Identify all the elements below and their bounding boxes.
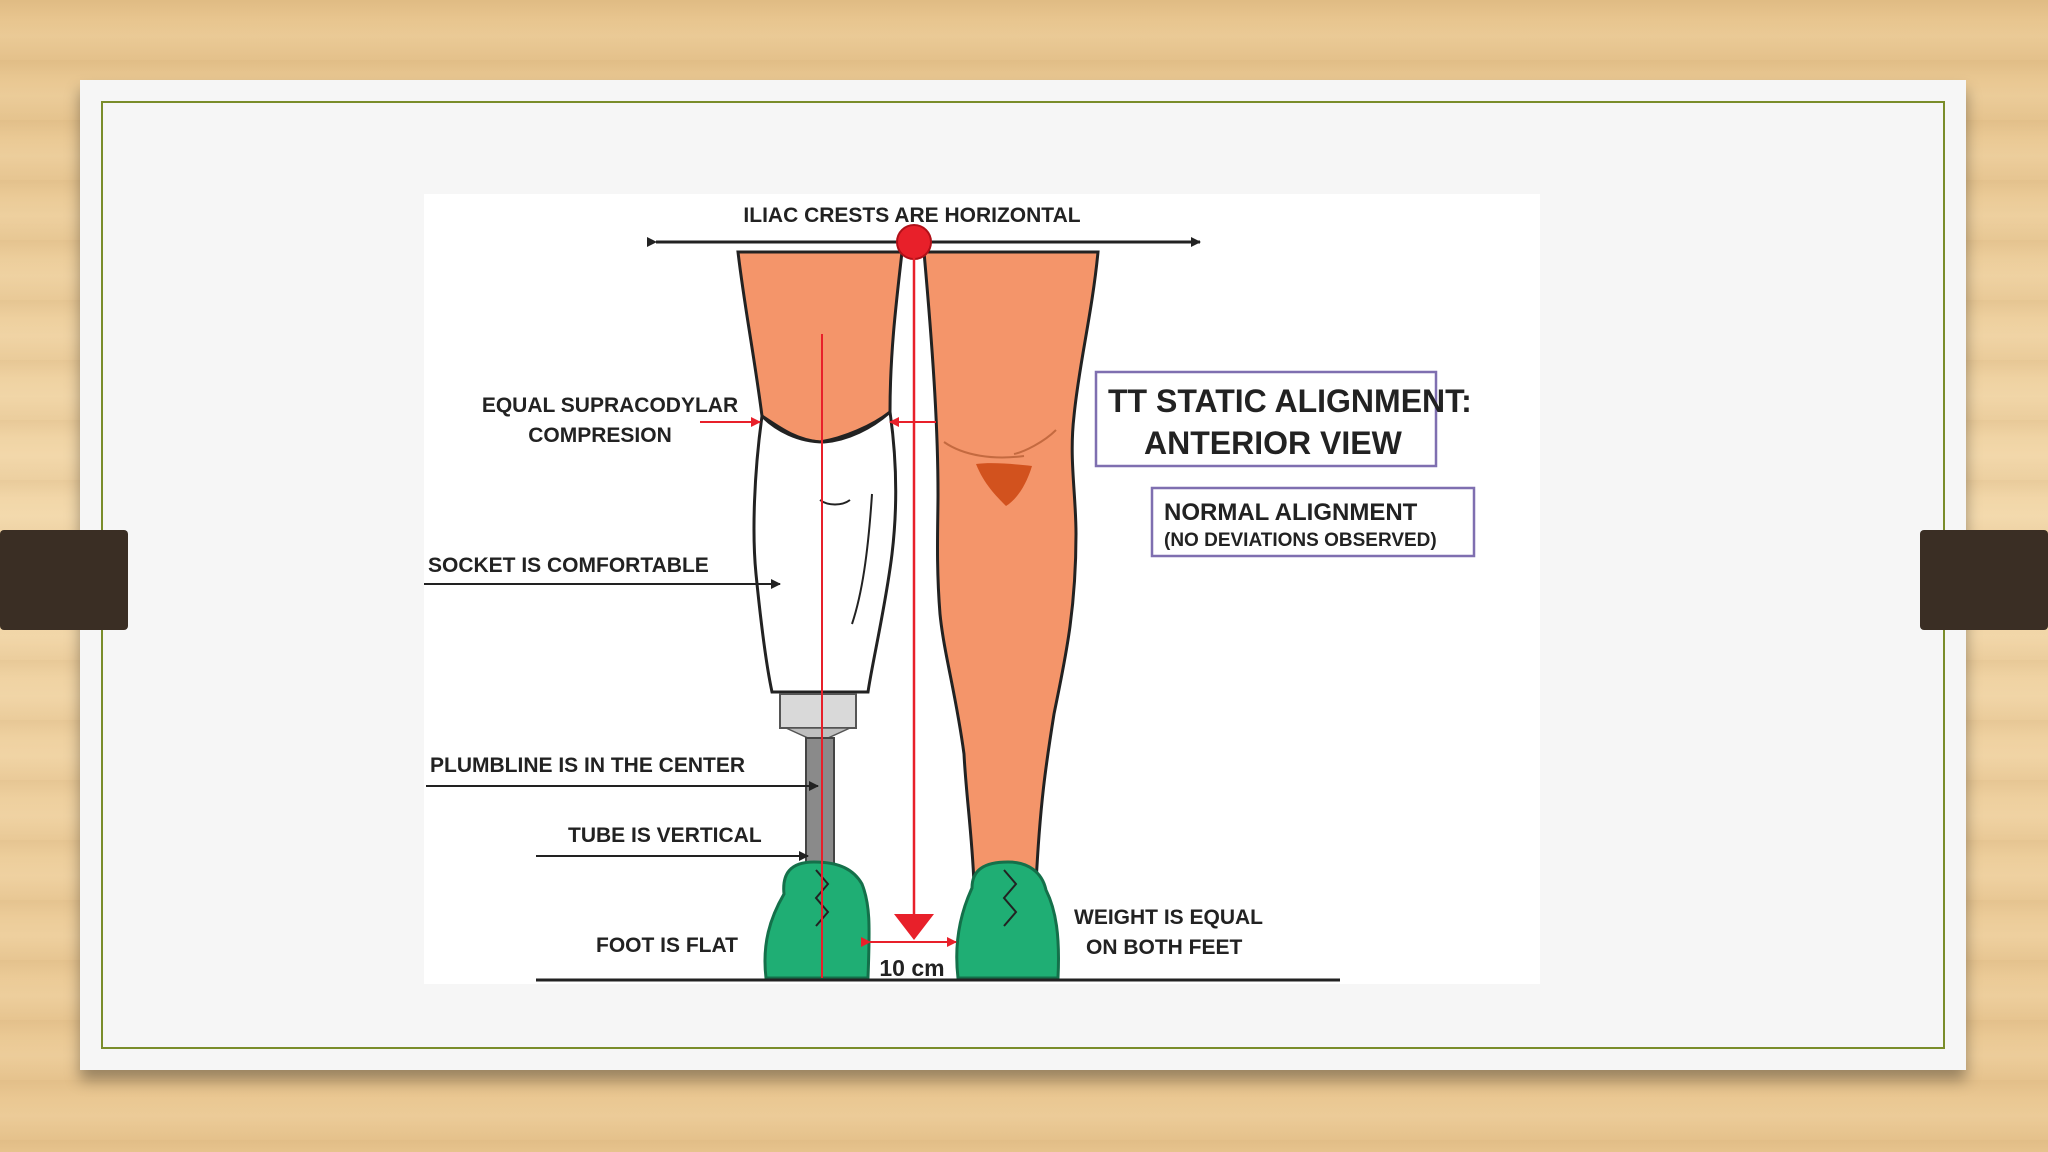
knee-contour xyxy=(943,441,1025,459)
socket-contour-2 xyxy=(851,493,873,625)
kneecap xyxy=(976,463,1032,506)
distance-label: 10 cm xyxy=(879,955,944,981)
foot-label: FOOT IS FLAT xyxy=(596,934,738,957)
tube-label: TUBE IS VERTICAL xyxy=(568,824,762,847)
weight-label-line2: ON BOTH FEET xyxy=(1086,936,1243,959)
weight-label-line1: WEIGHT IS EQUAL xyxy=(1074,906,1263,929)
plumbline-arrowhead xyxy=(894,914,934,940)
right-shoe-laces xyxy=(1002,869,1018,927)
title-line1: TT STATIC ALIGNMENT: xyxy=(1108,383,1472,419)
socket-label: SOCKET IS COMFORTABLE xyxy=(428,554,709,577)
residual-thigh xyxy=(736,250,904,444)
title-line2: ANTERIOR VIEW xyxy=(1144,425,1403,461)
title-box xyxy=(1094,370,1438,468)
status-box xyxy=(1150,486,1476,558)
prosthetic-socket xyxy=(752,409,898,694)
left-shoe xyxy=(763,860,871,980)
supracondylar-label-line1: EQUAL SUPRACODYLAR xyxy=(482,394,738,417)
sound-leg xyxy=(922,250,1100,886)
alignment-diagram: ILIAC CRESTS ARE HORIZONTAL EQUAL SUPRAC… xyxy=(424,204,1476,982)
plumbline-label: PLUMBLINE IS IN THE CENTER xyxy=(430,754,745,777)
knee-contour-2 xyxy=(1013,429,1057,455)
alignment-figure: ILIAC CRESTS ARE HORIZONTAL EQUAL SUPRAC… xyxy=(424,194,1540,984)
left-tab-decoration xyxy=(0,530,128,630)
pylon-connector xyxy=(785,727,851,739)
right-shoe xyxy=(955,860,1060,980)
iliac-point xyxy=(896,224,932,260)
left-shoe-laces xyxy=(814,869,830,927)
right-tab-decoration xyxy=(1920,530,2048,630)
status-line1: NORMAL ALIGNMENT xyxy=(1164,499,1418,526)
pylon-adapter xyxy=(779,693,857,729)
status-line2: (NO DEVIATIONS OBSERVED) xyxy=(1164,530,1437,551)
supracondylar-label-line2: COMPRESION xyxy=(528,424,672,447)
iliac-label: ILIAC CRESTS ARE HORIZONTAL xyxy=(743,204,1080,227)
